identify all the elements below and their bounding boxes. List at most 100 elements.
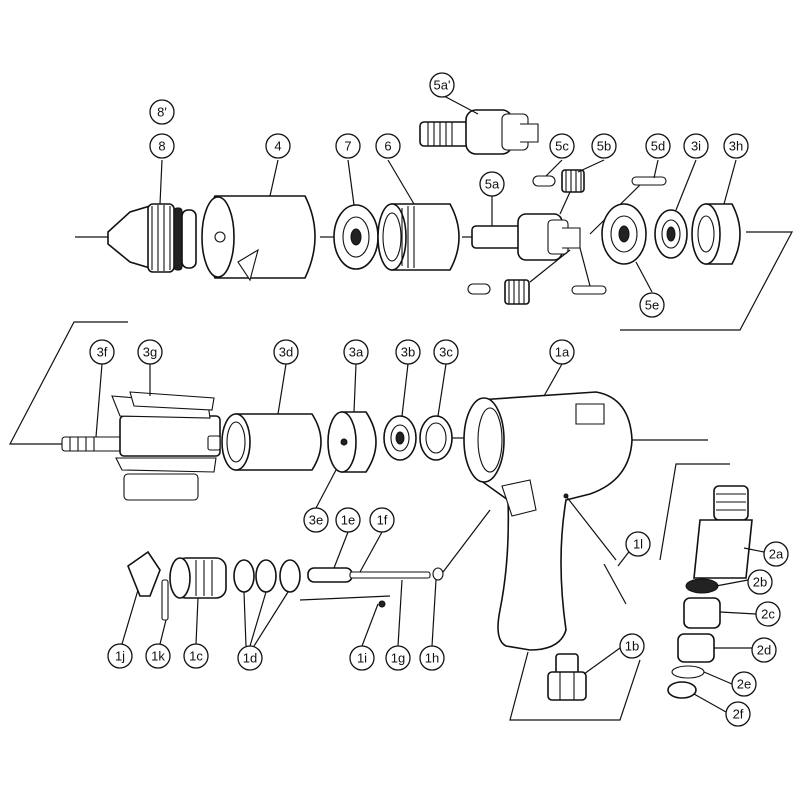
part-3c-ring (419, 415, 453, 461)
callout-1i: 1i (349, 645, 375, 671)
part-1h-ring (432, 567, 444, 581)
svg-text:4: 4 (274, 139, 281, 154)
part-5c-pin-top (532, 175, 556, 187)
part-1a-tool-body (439, 391, 708, 651)
svg-text:5a': 5a' (434, 78, 451, 93)
svg-text:5e: 5e (645, 298, 659, 313)
callout-1b: 1b (619, 633, 645, 659)
svg-text:2e: 2e (737, 677, 751, 692)
svg-text:5d: 5d (651, 139, 665, 154)
part-2a-inlet-bushing (693, 485, 753, 579)
callout-3a: 3a (343, 339, 369, 365)
svg-text:3b: 3b (401, 345, 415, 360)
part-2c-screen (683, 597, 721, 629)
svg-text:1b: 1b (625, 639, 639, 654)
part-5b-planet-gear-top (561, 169, 585, 193)
part-1d-o-rings (233, 559, 301, 593)
svg-text:1e: 1e (341, 513, 355, 528)
part-5a-spindle (471, 213, 581, 261)
callout-3g: 3g (137, 339, 163, 365)
part-2e-spring (671, 665, 705, 679)
callout-8: 8 (149, 133, 175, 159)
svg-text:5a: 5a (485, 177, 500, 192)
svg-text:5c: 5c (555, 139, 569, 154)
callout-3h: 3h (723, 133, 749, 159)
part-5b-planet-gear-bottom (504, 279, 530, 305)
chuck-assembly-row (75, 169, 793, 331)
svg-text:3d: 3d (279, 345, 293, 360)
svg-text:3e: 3e (309, 513, 323, 528)
svg-text:2c: 2c (761, 607, 775, 622)
svg-text:7: 7 (344, 139, 351, 154)
valve-assembly-row (127, 550, 627, 621)
callout-3f: 3f (89, 339, 115, 365)
callout-2a: 2a (763, 541, 789, 567)
part-1i-ball (378, 600, 386, 608)
svg-text:2d: 2d (757, 643, 771, 658)
callout-3e: 3e (303, 507, 329, 533)
part-2f-clip (667, 681, 697, 699)
part-5e-bearing (601, 203, 647, 265)
svg-text:2f: 2f (733, 707, 744, 722)
callout-5d: 5d (645, 133, 671, 159)
callout-1f: 1f (369, 507, 395, 533)
part-2d-screen (677, 633, 715, 663)
callout-2f: 2f (725, 701, 751, 727)
part-3f-rotor-shaft (61, 436, 123, 452)
svg-text:3a: 3a (349, 345, 364, 360)
callout-1a: 1a (549, 339, 575, 365)
callout-5a-prime: 5a' (429, 72, 455, 98)
callout-3i: 3i (683, 133, 709, 159)
part-1e-valve-head (307, 567, 353, 583)
part-5a-prime-spindle (419, 109, 539, 155)
callout-8-prime: 8' (149, 99, 175, 125)
svg-text:1i: 1i (357, 651, 367, 666)
svg-text:1d: 1d (243, 651, 257, 666)
part-1f-valve-stem (349, 571, 431, 579)
svg-text:1f: 1f (377, 513, 388, 528)
part-8-drill-chuck (107, 203, 197, 273)
callout-2d: 2d (751, 637, 777, 663)
part-2b-o-ring (685, 578, 719, 594)
svg-text:5b: 5b (597, 139, 611, 154)
svg-text:2a: 2a (769, 547, 784, 562)
callout-3d: 3d (273, 339, 299, 365)
svg-text:3i: 3i (691, 139, 701, 154)
svg-text:1g: 1g (391, 651, 405, 666)
part-6-ring-gear (377, 203, 460, 271)
callout-leaders (95, 95, 765, 713)
part-5d-pin-top (631, 176, 667, 186)
part-1j-trigger (127, 550, 161, 597)
callout-1l: 1l (625, 531, 651, 557)
part-3d-cylinder (221, 413, 322, 471)
svg-text:1c: 1c (189, 649, 203, 664)
air-inlet-group (659, 463, 753, 699)
svg-text:3f: 3f (97, 345, 108, 360)
part-7-bearing (333, 204, 379, 270)
callout-1h: 1h (419, 645, 445, 671)
callout-1d: 1d (237, 645, 263, 671)
svg-text:1l: 1l (633, 537, 643, 552)
callout-5a: 5a (479, 171, 505, 197)
callout-6: 6 (375, 133, 401, 159)
callout-2e: 2e (731, 671, 757, 697)
part-3g-rotor-blades (111, 391, 221, 501)
callout-2b: 2b (747, 569, 773, 595)
svg-text:3g: 3g (143, 345, 157, 360)
callout-1c: 1c (183, 643, 209, 669)
callout-3b: 3b (395, 339, 421, 365)
callout-labels: 5a' 8' 8 4 7 6 5c 5b 5d 3i 3h 5a 5e 3f 3… (89, 72, 789, 727)
callout-1j: 1j (107, 643, 133, 669)
part-1k-spring-pin (161, 579, 169, 621)
part-3a-front-plate (327, 411, 377, 473)
part-3i-washer (654, 209, 688, 259)
callout-7: 7 (335, 133, 361, 159)
svg-text:1a: 1a (555, 345, 570, 360)
callout-4: 4 (265, 133, 291, 159)
svg-text:3c: 3c (439, 345, 453, 360)
callout-1g: 1g (385, 645, 411, 671)
callout-2c: 2c (755, 601, 781, 627)
part-3h-end-plate (691, 203, 741, 265)
svg-text:2b: 2b (753, 575, 767, 590)
